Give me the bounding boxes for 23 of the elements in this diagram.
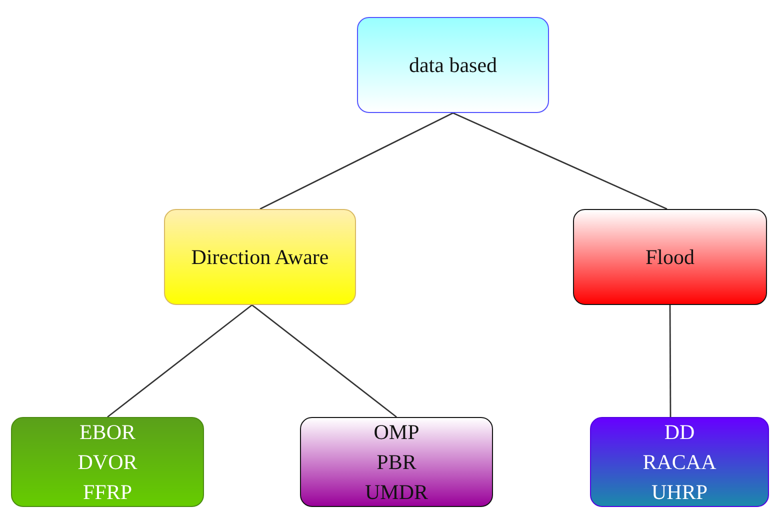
connector-line: [107, 304, 252, 418]
protocol-box: [590, 417, 769, 507]
protocol-box: [11, 417, 204, 507]
node-label: OMP: [374, 419, 420, 446]
node-label: Direction Aware: [191, 244, 329, 271]
node-label: EBOR: [79, 419, 136, 446]
category-box: [573, 209, 767, 305]
node-label: FFRP: [82, 479, 132, 506]
node-label: PBR: [376, 449, 416, 476]
node-label: UMDR: [364, 479, 428, 506]
connector-line: [669, 305, 672, 417]
protocol-box: [300, 417, 493, 507]
connector-line: [452, 112, 668, 210]
connector-line: [260, 112, 454, 210]
node-label: DD: [664, 419, 695, 446]
node-label: UHRP: [651, 479, 708, 506]
category-box: [164, 209, 356, 305]
node-label: DVOR: [78, 449, 138, 476]
node-label: RACAA: [642, 449, 716, 476]
connector-line: [252, 304, 397, 418]
node-label: data based: [408, 52, 498, 79]
node-label: Flood: [645, 244, 694, 271]
root-box: [357, 17, 549, 113]
